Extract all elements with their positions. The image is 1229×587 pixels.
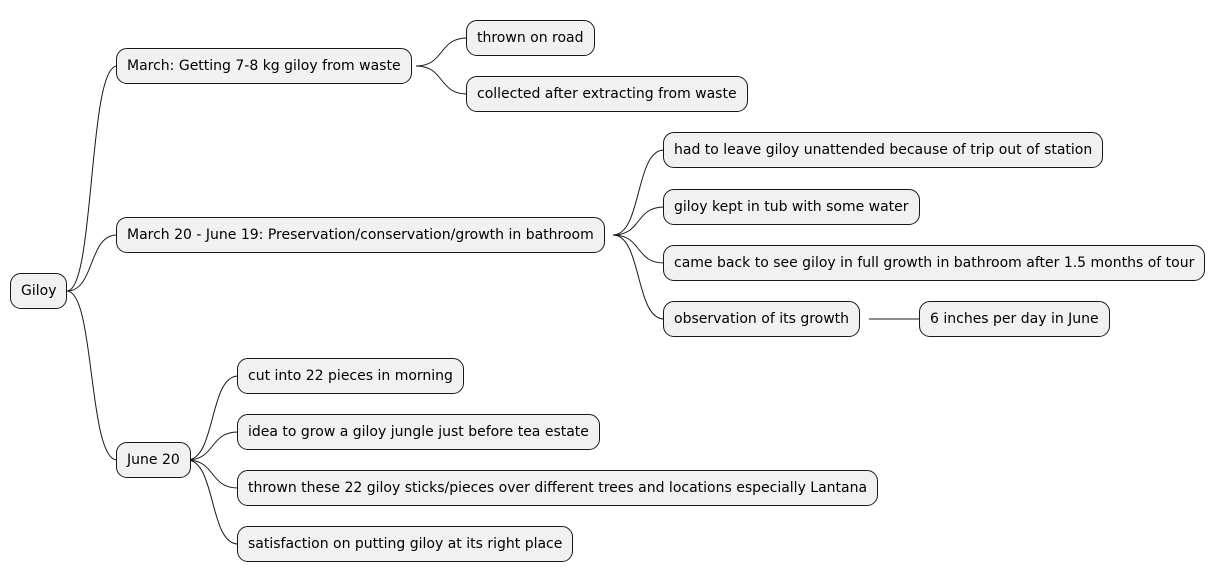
link-june20-to-cut: [186, 375, 239, 461]
link-june20-to-satisfaction: [186, 459, 239, 545]
link-preservation-to-full-growth: [612, 234, 665, 264]
leaf-kept-in-tub: giloy kept in tub with some water: [663, 189, 920, 225]
leaf-cut-into-pieces: cut into 22 pieces in morning: [237, 358, 464, 394]
leaf-full-growth: came back to see giloy in full growth in…: [663, 245, 1206, 281]
branch-march-node: March: Getting 7-8 kg giloy from waste: [116, 48, 412, 84]
link-march-to-collected: [415, 65, 468, 95]
link-preservation-to-unattended: [612, 149, 665, 236]
branch-preservation-node: March 20 - June 19: Preservation/conserv…: [116, 217, 605, 253]
leaf-left-unattended: had to leave giloy unattended because of…: [663, 132, 1104, 168]
link-root-to-june20: [66, 290, 118, 461]
leaf-giloy-jungle-idea: idea to grow a giloy jungle just before …: [237, 414, 600, 450]
link-preservation-to-tub: [612, 206, 665, 236]
link-june20-to-idea: [186, 431, 239, 461]
leaf-thrown-sticks: thrown these 22 giloy sticks/pieces over…: [237, 470, 879, 506]
link-june20-to-thrown-sticks: [186, 459, 239, 489]
link-preservation-to-observation: [612, 234, 665, 320]
root-node: Giloy: [10, 273, 68, 309]
leaf-observation-of-growth: observation of its growth: [663, 301, 861, 337]
link-march-to-thrown-on-road: [415, 37, 468, 67]
leaf-collected-from-waste: collected after extracting from waste: [466, 76, 748, 112]
leaf-satisfaction: satisfaction on putting giloy at its rig…: [237, 526, 574, 562]
leaf-thrown-on-road: thrown on road: [466, 20, 595, 56]
link-root-to-preservation: [66, 234, 118, 292]
leaf-six-inches-per-day: 6 inches per day in June: [919, 301, 1110, 337]
branch-june20-node: June 20: [116, 442, 191, 478]
link-root-to-march: [66, 65, 118, 292]
